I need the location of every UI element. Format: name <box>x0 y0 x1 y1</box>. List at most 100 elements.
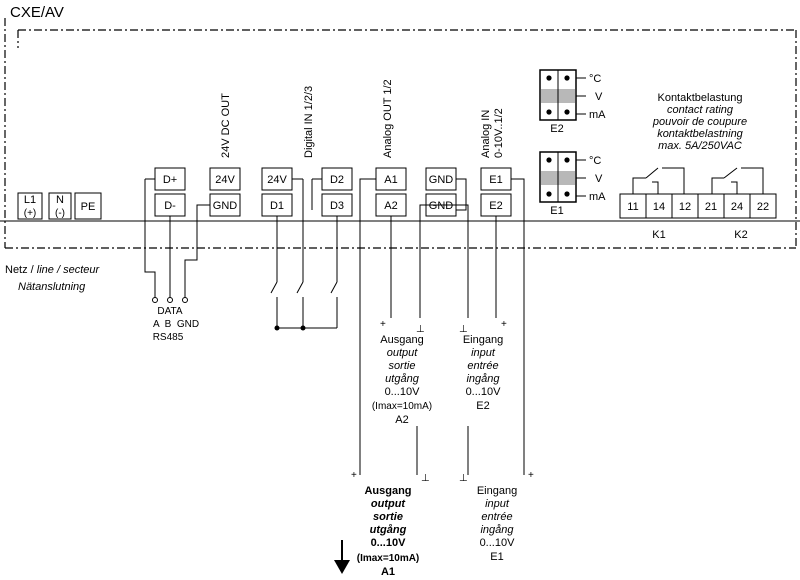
enclosure <box>0 18 800 249</box>
terminal-d-minus: D- <box>164 200 176 212</box>
e2-line-6: E2 <box>476 400 489 412</box>
a2-gnd: ⊥ <box>416 324 425 335</box>
dc-out-terminals: 24V DC OUT 24V GND <box>209 93 241 217</box>
analog-in-terminals: Analog IN 0-10V..1/2 GND GND E1 E2 <box>425 108 512 217</box>
relay-terminals: 11 14 12 21 24 22 K1 K2 <box>619 193 777 241</box>
rating-line-2: contact rating <box>667 104 734 116</box>
relay-terminal-11: 11 <box>627 201 638 213</box>
mains-label-line1: Netz / line / secteur <box>5 264 100 276</box>
rating-line-3: pouvoir de coupure <box>652 116 747 128</box>
e2-line-4: ingång <box>466 373 500 385</box>
a2-line-6: (Imax=10mA) <box>372 401 432 412</box>
terminal-l1: L1 <box>24 194 36 206</box>
analog-in-header: Analog IN <box>480 110 492 158</box>
terminal-n-polarity: (-) <box>55 208 65 219</box>
analog-out-terminals: Analog OUT 1/2 A1 A2 <box>375 79 407 217</box>
terminal-pe: PE <box>81 201 96 213</box>
a1-plus: + <box>351 470 357 481</box>
mains-label-line2: Nätanslutning <box>18 281 86 293</box>
jumper-e2-option-ma: mA <box>589 109 606 121</box>
terminal-gnd-ain-bottom: GND <box>429 200 454 212</box>
output-a2-block: + ⊥ Ausgang output sortie utgång 0...10V… <box>372 319 432 426</box>
e2-plus: + <box>501 319 507 330</box>
terminal-d1: D1 <box>270 200 284 212</box>
rs485-name: RS485 <box>153 332 184 343</box>
a1-line-7: A1 <box>381 566 395 578</box>
a2-line-1: Ausgang <box>380 334 423 346</box>
e1-line-6: E1 <box>490 551 503 563</box>
analog-in-range: 0-10V..1/2 <box>493 108 505 158</box>
e1-line-2: input <box>485 498 510 510</box>
a1-line-6: (Imax=10mA) <box>357 553 420 564</box>
rating-line-4: kontaktbelastning <box>657 128 743 140</box>
e2-gnd: ⊥ <box>459 324 468 335</box>
a1-gnd: ⊥ <box>421 473 430 484</box>
terminal-e1: E1 <box>489 174 502 186</box>
digital-in-header: Digital IN 1/2/3 <box>303 86 315 158</box>
relay-terminal-24: 24 <box>731 201 743 213</box>
terminal-gnd-out: GND <box>213 200 238 212</box>
relay-k1-label: K1 <box>652 229 665 241</box>
relay-contacts <box>632 167 764 194</box>
relay-terminal-14: 14 <box>653 201 665 213</box>
wiring <box>144 178 525 475</box>
a1-line-4: utgång <box>370 524 407 536</box>
a1-line-5: 0...10V <box>371 537 407 549</box>
terminal-d2: D2 <box>330 174 344 186</box>
terminal-a2: A2 <box>384 200 397 212</box>
rs485-pins-label: A B GND <box>153 319 199 330</box>
power-terminals: L1 (+) N (-) PE <box>17 192 102 220</box>
e1-plus: + <box>528 470 534 481</box>
input-e1-block: ⊥ + Eingang input entrée ingång 0...10V … <box>459 470 534 563</box>
relay-terminal-12: 12 <box>679 201 691 213</box>
jumper-e2: °C V mA E2 <box>539 69 606 135</box>
jumper-e2-option-c: °C <box>589 73 601 85</box>
jumper-e2-option-v: V <box>595 91 603 103</box>
terminal-l1-polarity: (+) <box>24 208 37 219</box>
e2-line-1: Eingang <box>463 334 503 346</box>
analog-out-header: Analog OUT 1/2 <box>382 79 394 158</box>
relay-terminal-22: 22 <box>757 201 769 213</box>
a2-line-4: utgång <box>385 373 420 385</box>
jumper-e1-option-c: °C <box>589 155 601 167</box>
a2-line-5: 0...10V <box>385 386 421 398</box>
a1-line-1: Ausgang <box>364 485 411 497</box>
terminal-24v-out: 24V <box>215 174 235 186</box>
junction-dots <box>274 325 306 331</box>
jumper-e2-label: E2 <box>550 123 563 135</box>
a2-plus: + <box>380 319 386 330</box>
relay-k2-label: K2 <box>734 229 747 241</box>
e2-line-2: input <box>471 347 496 359</box>
a2-line-2: output <box>387 347 419 359</box>
rs485-data-label: DATA <box>157 306 183 317</box>
terminal-24v-din: 24V <box>267 174 287 186</box>
output-a1-block: + ⊥ Ausgang output sortie utgång 0...10V… <box>351 470 430 578</box>
e1-gnd: ⊥ <box>459 473 468 484</box>
e1-line-1: Eingang <box>477 485 517 497</box>
rating-line-5: max. 5A/250VAC <box>658 140 742 152</box>
device-title: CXE/AV <box>10 4 64 21</box>
terminal-gnd-ain-top: GND <box>429 174 454 186</box>
rs485-connector-pins <box>152 297 188 303</box>
e2-line-3: entrée <box>467 360 498 372</box>
e1-line-4: ingång <box>480 524 514 536</box>
data-terminals: D+ D- <box>154 167 186 217</box>
terminal-n: N <box>56 194 64 206</box>
e1-line-3: entrée <box>481 511 512 523</box>
e1-line-5: 0...10V <box>480 537 516 549</box>
terminal-d3: D3 <box>330 200 344 212</box>
e2-line-5: 0...10V <box>466 386 502 398</box>
relay-terminal-21: 21 <box>705 201 717 213</box>
terminal-e2: E2 <box>489 200 502 212</box>
dc-out-header: 24V DC OUT <box>220 93 232 158</box>
jumper-e1-label: E1 <box>550 205 563 217</box>
a2-line-3: sortie <box>389 360 416 372</box>
terminal-a1: A1 <box>384 174 397 186</box>
terminal-d-plus: D+ <box>163 174 177 186</box>
jumper-e1: °C V mA E1 <box>539 151 606 217</box>
digital-in-terminals: Digital IN 1/2/3 24V D2 D1 D3 <box>261 86 353 217</box>
contact-rating: Kontaktbelastung contact rating pouvoir … <box>652 92 747 152</box>
down-arrow-icon <box>334 540 350 574</box>
jumper-e1-option-v: V <box>595 173 603 185</box>
